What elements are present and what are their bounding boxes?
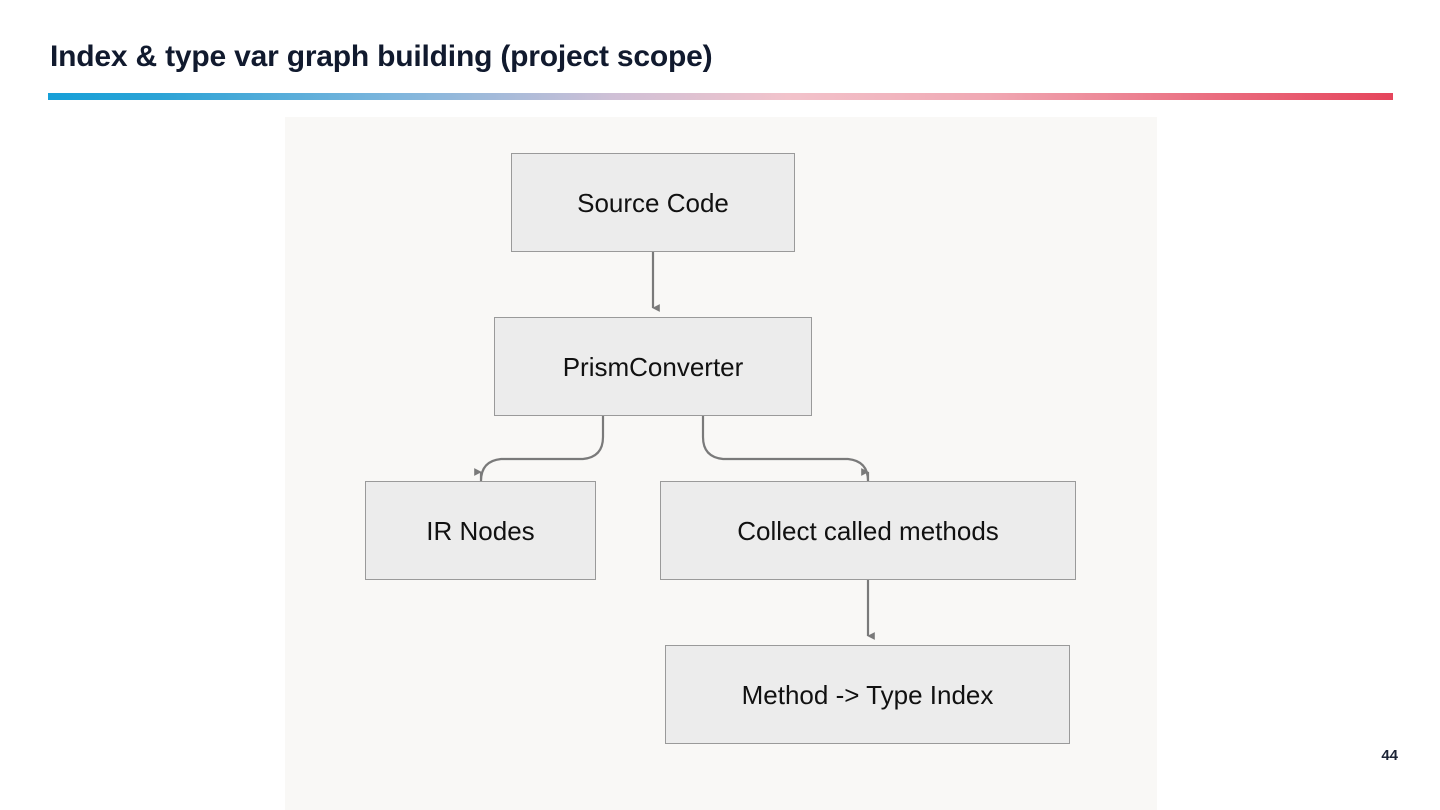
diagram-node-ir-nodes[interactable]: IR Nodes bbox=[365, 481, 596, 580]
diagram-connectors bbox=[474, 252, 875, 640]
title-gradient-rule bbox=[48, 93, 1393, 100]
page-title: Index & type var graph building (project… bbox=[50, 40, 713, 73]
diagram-node-source-code[interactable]: Source Code bbox=[511, 153, 795, 252]
diagram-canvas: Source Code PrismConverter IR Nodes Coll… bbox=[285, 117, 1157, 810]
edge-prismconverter-to-collect bbox=[701, 416, 870, 482]
edge-prismconverter-to-ir-nodes bbox=[474, 416, 605, 482]
diagram-node-collect-called-methods[interactable]: Collect called methods bbox=[660, 481, 1076, 580]
page-number: 44 bbox=[1381, 747, 1398, 764]
diagram-node-method-type-index[interactable]: Method -> Type Index bbox=[665, 645, 1070, 744]
diagram-node-prismconverter[interactable]: PrismConverter bbox=[494, 317, 812, 416]
